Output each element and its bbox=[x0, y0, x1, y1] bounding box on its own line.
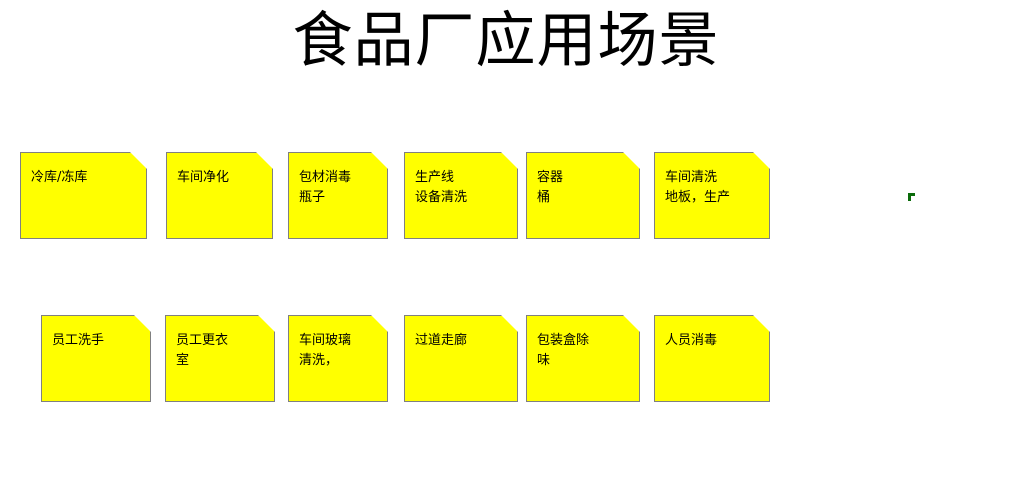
card-label: 生产线 设备清洗 bbox=[415, 170, 468, 205]
card[interactable]: 员工更衣 室 bbox=[165, 315, 275, 402]
card-label: 包材消毒 瓶子 bbox=[299, 170, 352, 205]
card-label: 车间净化 bbox=[177, 170, 230, 185]
page-title: 食品厂应用场景 bbox=[292, 6, 720, 76]
card-label: 员工更衣 室 bbox=[176, 333, 229, 368]
card[interactable]: 冷库/冻库 bbox=[20, 152, 147, 239]
card-label: 冷库/冻库 bbox=[31, 170, 88, 185]
card-label: 车间清洗 地板，生产 bbox=[665, 170, 731, 205]
card[interactable]: 人员消毒 bbox=[654, 315, 770, 402]
card[interactable]: 包装盒除 味 bbox=[526, 315, 640, 402]
card-label: 包装盒除 味 bbox=[537, 333, 590, 368]
card-label: 过道走廊 bbox=[415, 333, 468, 348]
card[interactable]: 包材消毒 瓶子 bbox=[288, 152, 388, 239]
card[interactable]: 车间净化 bbox=[166, 152, 273, 239]
card[interactable]: 车间玻璃 清洗， bbox=[288, 315, 388, 402]
card-label: 人员消毒 bbox=[665, 333, 718, 348]
card-label: 车间玻璃 清洗， bbox=[299, 333, 352, 368]
green-corner-mark-icon bbox=[908, 193, 915, 201]
card[interactable]: 员工洗手 bbox=[41, 315, 151, 402]
card-label: 容器 桶 bbox=[537, 170, 564, 205]
card[interactable]: 生产线 设备清洗 bbox=[404, 152, 518, 239]
card[interactable]: 容器 桶 bbox=[526, 152, 640, 239]
card-label: 员工洗手 bbox=[52, 333, 105, 348]
card[interactable]: 过道走廊 bbox=[404, 315, 518, 402]
card[interactable]: 车间清洗 地板，生产 bbox=[654, 152, 770, 239]
